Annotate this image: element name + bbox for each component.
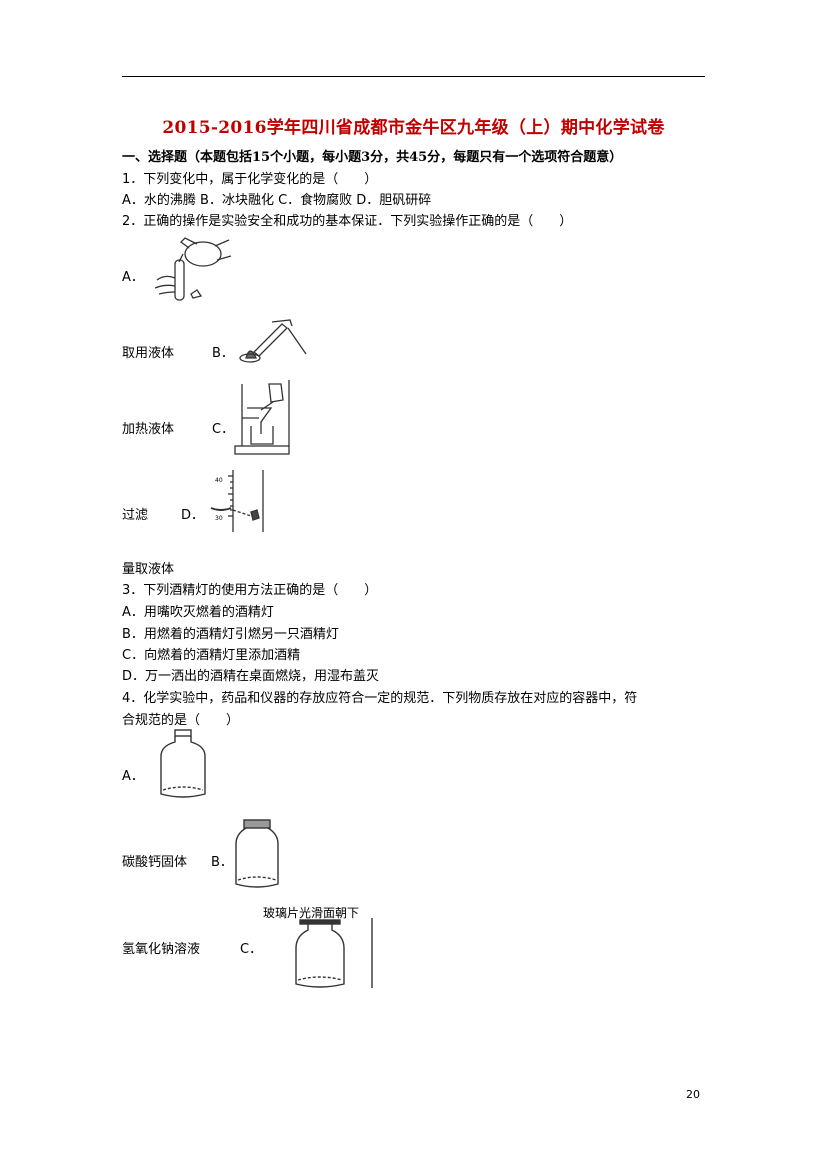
filtration-figure: [234, 380, 290, 455]
measuring-cylinder-figure: 40 30: [210, 470, 264, 532]
q2-caption-d: 量取液体: [122, 562, 175, 577]
wide-mouth-bottle-figure: [160, 729, 206, 798]
q2-caption-b: 加热液体: [122, 422, 175, 437]
q2-label-d: D．: [181, 508, 205, 523]
q3-option-d: D．万一洒出的酒精在桌面燃烧，用湿布盖灭: [122, 669, 380, 684]
q2-caption-c: 过滤: [122, 508, 149, 523]
q4-stem-line1: 4．化学实验中，药品和仪器的存放应符合一定的规范．下列物质存放在对应的容器中，符: [122, 691, 638, 706]
q4-stem-line2: 合规范的是（ ）: [122, 713, 240, 728]
glass-plate-note: 玻璃片光滑面朝下: [263, 906, 360, 920]
q2-label-a: A．: [122, 270, 144, 285]
stoppered-bottle-figure: [235, 819, 279, 888]
heating-liquid-figure: [239, 319, 307, 363]
q3-option-c: C．向燃着的酒精灯里添加酒精: [122, 648, 301, 663]
q4-label-b: B．: [211, 855, 233, 870]
glass-plate-bottle-figure: [295, 918, 373, 988]
q1-stem: 1．下列变化中，属于化学变化的是（ ）: [122, 172, 378, 187]
pouring-liquid-figure: [154, 237, 232, 301]
header-rule: [122, 76, 705, 77]
q2-stem: 2．正确的操作是实验安全和成功的基本保证．下列实验操作正确的是（ ）: [122, 214, 573, 229]
q4-caption-a: 碳酸钙固体: [122, 855, 188, 870]
q4-label-c: C．: [240, 942, 263, 957]
q4-label-a: A．: [122, 769, 144, 784]
q2-label-b: B．: [212, 346, 234, 361]
page-number: 20: [686, 1088, 700, 1101]
q2-caption-a: 取用液体: [122, 346, 175, 361]
exam-title: 2015-2016学年四川省成都市金牛区九年级（上）期中化学试卷: [162, 118, 665, 138]
q1-options: A．水的沸腾 B．冰块融化 C．食物腐败 D．胆矾研碎: [122, 193, 432, 208]
cylinder-tick-30: 30: [215, 515, 223, 522]
q3-option-b: B．用燃着的酒精灯引燃另一只酒精灯: [122, 627, 339, 642]
cylinder-tick-40: 40: [215, 477, 223, 484]
section-heading: 一、选择题（本题包括15个小题，每小题3分，共45分，每题只有一个选项符合题意）: [122, 150, 623, 165]
q4-caption-b: 氢氧化钠溶液: [122, 942, 201, 957]
q3-option-a: A．用嘴吹灭燃着的酒精灯: [122, 605, 274, 620]
q3-stem: 3．下列酒精灯的使用方法正确的是（ ）: [122, 583, 378, 598]
q2-label-c: C．: [212, 422, 235, 437]
